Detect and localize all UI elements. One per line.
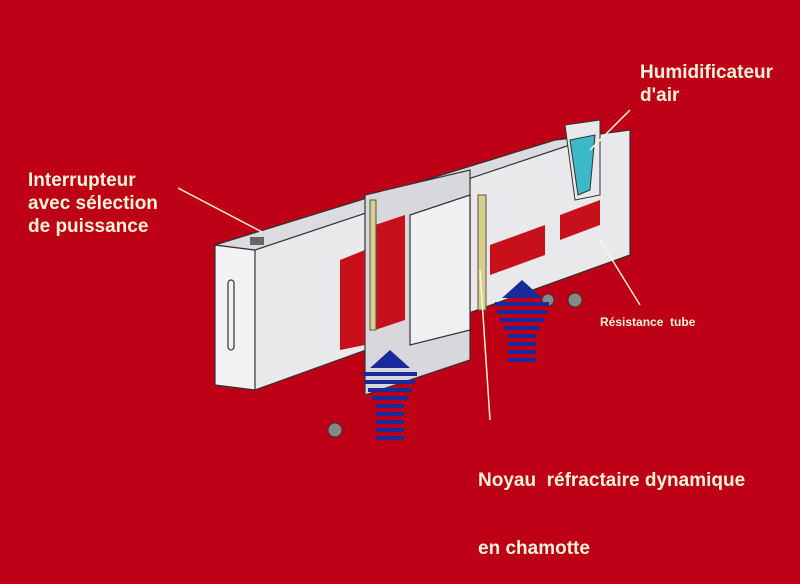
leader-lines: [177, 109, 641, 421]
heating-elements: [340, 200, 600, 350]
heater-diagram: [177, 109, 641, 440]
humidifier-label-line1: Humidificateur: [640, 62, 774, 83]
switch-label-line3: de puissance: [28, 215, 149, 237]
humidifier-label: Humidificateur d'air: [640, 62, 773, 108]
resistance-label: Résistance tube: [600, 315, 696, 329]
humidifier-label-line2: d'air: [640, 84, 680, 106]
airflow-arrow-left: [363, 350, 417, 440]
switch-label-line2: avec sélection: [28, 192, 158, 214]
switch-label: Interrupteur avec sélection de puissance: [28, 170, 158, 238]
humidifier-tank: [564, 119, 601, 201]
airflow-arrow-right: [495, 280, 549, 362]
switch-label-line1: Interrupteur: [28, 170, 136, 191]
core-label-line1: Noyau réfractaire dynamique: [478, 469, 746, 491]
switch-panel: [250, 237, 264, 245]
heater-body: [214, 129, 631, 396]
core-label: Noyau réfractaire dynamique en chamotte: [478, 424, 745, 584]
core-label-line2: en chamotte: [478, 537, 590, 559]
